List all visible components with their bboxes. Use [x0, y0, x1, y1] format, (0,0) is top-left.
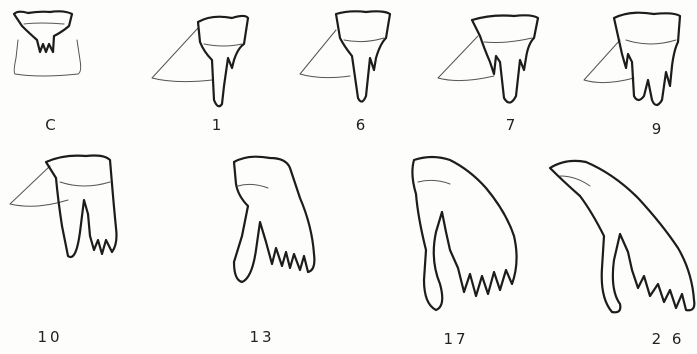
tooth-c [14, 11, 81, 76]
label-17: 17 [426, 330, 486, 348]
label-26: 2 6 [638, 330, 697, 348]
tooth-6 [300, 11, 390, 101]
tooth-9 [584, 13, 680, 105]
tooth-10 [10, 156, 117, 258]
label-10: 10 [20, 328, 80, 346]
label-13: 13 [232, 328, 292, 346]
label-1: 1 [188, 116, 248, 134]
label-c: C [22, 116, 82, 134]
tooth-7 [438, 15, 538, 102]
label-6: 6 [332, 116, 392, 134]
tooth-17 [412, 157, 516, 310]
tooth-1 [152, 16, 248, 106]
tooth-13 [234, 157, 314, 282]
label-7: 7 [482, 116, 542, 134]
label-9: 9 [628, 120, 688, 138]
tooth-26 [550, 161, 694, 312]
